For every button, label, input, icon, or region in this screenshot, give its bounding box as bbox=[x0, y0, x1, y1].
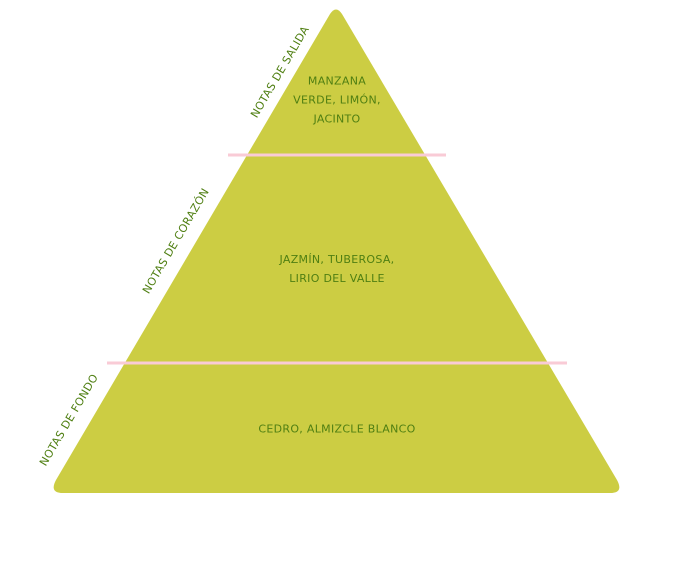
tier-heart-line: LIRIO DEL VALLE bbox=[289, 272, 385, 285]
tier-top-notes: MANZANA VERDE, LIMÓN, JACINTO bbox=[293, 72, 381, 129]
tier-top-line: JACINTO bbox=[313, 112, 361, 126]
tier-base-notes: CEDRO, ALMIZCLE BLANCO bbox=[258, 420, 415, 439]
tier-heart-notes: JAZMÍN, TUBEROSA, LIRIO DEL VALLE bbox=[280, 250, 395, 288]
tier-base-line: CEDRO, ALMIZCLE BLANCO bbox=[258, 422, 416, 436]
tier-top-line: VERDE, LIMÓN, bbox=[293, 93, 381, 107]
tier-heart-line: JAZMÍN, TUBEROSA, bbox=[279, 253, 395, 266]
tier-top-line: MANZANA bbox=[307, 74, 367, 88]
pyramid-shape bbox=[53, 9, 620, 493]
